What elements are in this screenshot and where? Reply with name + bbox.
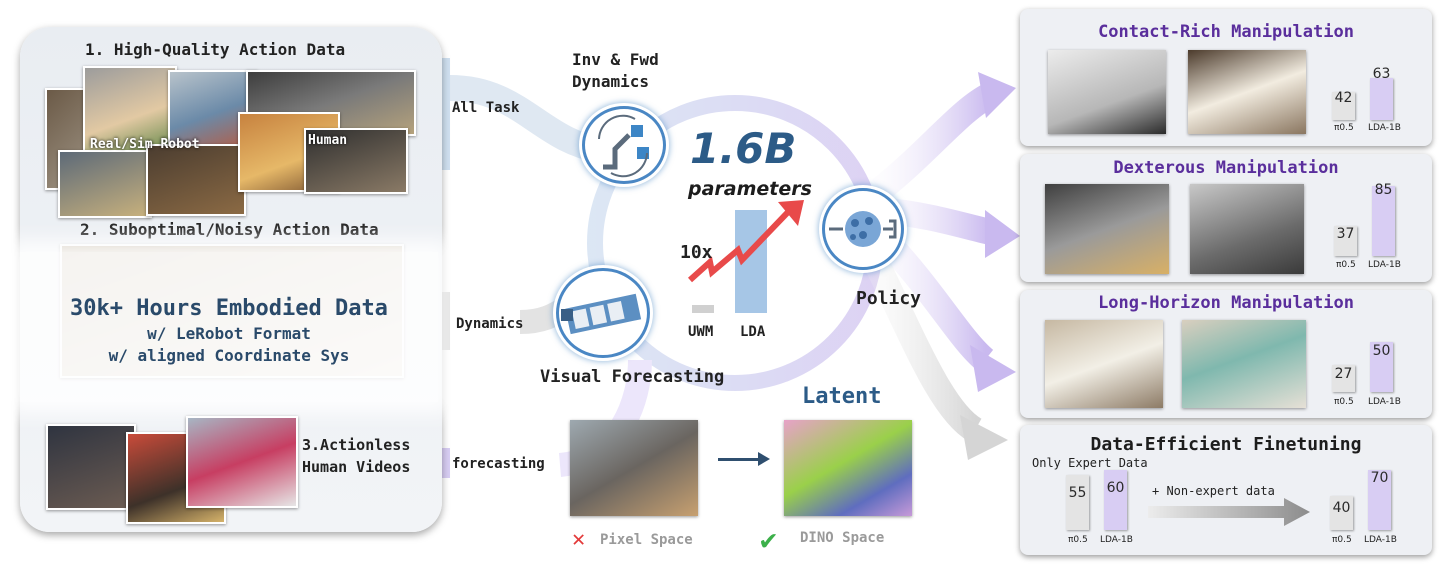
expert-only-chart xyxy=(1066,470,1142,530)
embodied-data-line2: w/ aligned Coordinate Sys xyxy=(108,346,350,365)
section3-title-line1: 3.Actionless xyxy=(302,436,411,454)
contact-rich-chart xyxy=(1332,54,1408,120)
growth-arrow-icon xyxy=(687,200,804,283)
embodied-data-line1: w/ LeRobot Format xyxy=(147,324,311,343)
policy-label: Policy xyxy=(856,288,922,309)
lda-value: 70 xyxy=(1370,470,1389,486)
pi-bar xyxy=(1066,474,1089,530)
pi-label: π0.5 xyxy=(1334,397,1354,407)
pixel-space-image xyxy=(570,420,698,516)
robot-photo xyxy=(146,144,246,216)
pi-value: 55 xyxy=(1068,485,1087,501)
expert-data-caption: Only Expert Data xyxy=(1032,456,1148,470)
section2-title: 2. Suboptimal/Noisy Action Data xyxy=(80,220,379,239)
dexterous-photo xyxy=(1190,184,1304,274)
robot-photo xyxy=(58,150,152,218)
inv-fwd-label-line2: Dynamics xyxy=(572,72,650,91)
pi-value: 27 xyxy=(1334,366,1353,382)
contact-rich-title: Contact-Rich Manipulation xyxy=(1098,22,1354,42)
lda-bar xyxy=(1372,186,1395,256)
pi-label: π0.5 xyxy=(1336,260,1356,270)
human-photo xyxy=(304,128,408,194)
pi-value: 37 xyxy=(1336,226,1355,242)
parameter-unit: parameters xyxy=(688,178,812,200)
long-horizon-title: Long-Horizon Manipulation xyxy=(1098,293,1354,313)
inv-fwd-label-line1: Inv & Fwd xyxy=(572,50,659,69)
section3-title-line2: Human Videos xyxy=(302,458,411,476)
contact-rich-photo xyxy=(1048,50,1166,134)
pi-bar xyxy=(1334,225,1357,256)
check-icon: ✔ xyxy=(760,523,777,556)
pi-label: π0.5 xyxy=(1334,123,1354,133)
lda-bar xyxy=(1370,341,1393,392)
pi-bar xyxy=(1332,365,1355,392)
pi-value: 40 xyxy=(1332,500,1351,516)
pi-bar xyxy=(1332,92,1355,120)
lda-label: LDA-1B xyxy=(1100,535,1133,545)
parameter-count: 1.6B xyxy=(690,124,797,173)
dexterous-title: Dexterous Manipulation xyxy=(1113,158,1339,178)
dino-space-label: DINO Space xyxy=(800,530,885,546)
finetuning-title: Data-Efficient Finetuning xyxy=(1090,434,1362,455)
pi-bar xyxy=(1330,495,1353,530)
finetune-arrow xyxy=(1148,498,1310,526)
long-horizon-photo xyxy=(1045,320,1163,408)
transform-arrow-head xyxy=(758,452,770,466)
all-task-label: All Task xyxy=(452,100,520,116)
contact-rich-photo xyxy=(1188,50,1306,134)
latent-label: Latent xyxy=(802,384,882,409)
lda-label: LDA xyxy=(740,324,766,340)
human-video-photo xyxy=(186,416,298,508)
lda-label: LDA-1B xyxy=(1364,535,1397,545)
dexterous-photo xyxy=(1045,184,1169,274)
lda-label: LDA-1B xyxy=(1368,260,1401,270)
lda-value: 85 xyxy=(1374,182,1393,198)
pi-label: π0.5 xyxy=(1332,535,1352,545)
lda-bar xyxy=(1368,470,1391,530)
embodied-data-box xyxy=(20,252,438,402)
lda-value: 60 xyxy=(1106,480,1125,496)
pi-value: 42 xyxy=(1334,90,1353,106)
policy-network-icon xyxy=(822,188,904,270)
uwm-bar xyxy=(692,305,714,313)
human-video-photo xyxy=(46,424,136,510)
robot-label: Real/Sim Robot xyxy=(90,137,200,152)
multiplier-label: 10x xyxy=(680,242,713,263)
lda-value: 63 xyxy=(1372,66,1391,82)
forecasting-label: forecasting xyxy=(452,456,545,472)
lda-value: 50 xyxy=(1372,343,1391,359)
lda-bar xyxy=(1370,78,1393,120)
non-expert-caption: + Non-expert data xyxy=(1152,484,1275,498)
dexterous-chart xyxy=(1334,174,1410,256)
visual-forecasting-label: Visual Forecasting xyxy=(540,367,725,387)
dynamics-label: Dynamics xyxy=(456,316,524,332)
lda-bar xyxy=(1104,470,1127,530)
long-horizon-photo xyxy=(1182,320,1306,408)
pi-label: π0.5 xyxy=(1068,535,1088,545)
cross-icon: ✕ xyxy=(572,527,586,552)
lda-label: LDA-1B xyxy=(1368,397,1401,407)
transform-arrow xyxy=(718,458,762,461)
uwm-label: UWM xyxy=(688,324,714,340)
pixel-space-label: Pixel Space xyxy=(600,532,693,548)
robot-arm-dynamics-icon xyxy=(582,106,666,184)
long-horizon-chart xyxy=(1332,318,1408,392)
human-label: Human xyxy=(308,133,348,148)
non-expert-chart xyxy=(1330,470,1406,530)
dino-space-image xyxy=(784,420,912,516)
embodied-data-title: 30k+ Hours Embodied Data xyxy=(70,296,388,321)
section1-title: 1. High-Quality Action Data xyxy=(85,40,346,59)
lda-label: LDA-1B xyxy=(1368,123,1401,133)
film-strip-forecast-icon xyxy=(556,268,650,358)
